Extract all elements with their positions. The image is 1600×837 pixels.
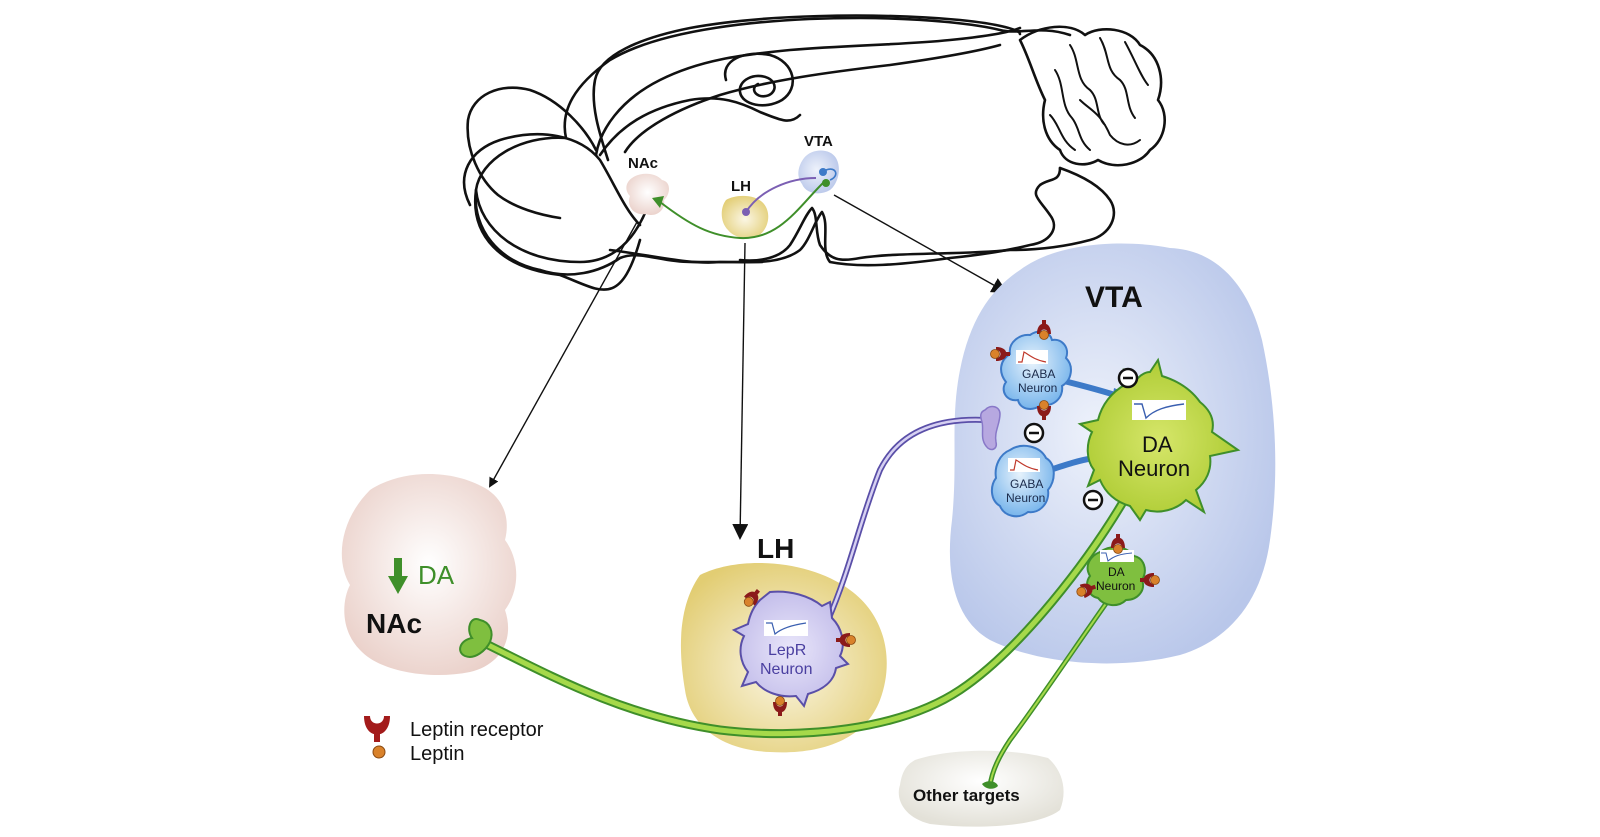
leptin-receptor-icon — [1037, 400, 1051, 420]
da-axon-to-other-targets-core — [989, 594, 1113, 787]
gaba-top-label-line2: Neuron — [1018, 381, 1057, 395]
lepr-axon-to-vta-core — [826, 418, 987, 622]
brainstem-outline — [738, 166, 1116, 262]
brain-green-arrowhead — [652, 196, 664, 208]
leptin-icon — [1150, 575, 1160, 585]
da-main-trace — [1134, 403, 1185, 420]
leptin-icon — [1113, 544, 1123, 554]
brain-region-lh — [721, 195, 769, 238]
brain-outline — [462, 14, 1166, 291]
brain-blue-soma — [819, 168, 827, 176]
vta-title: VTA — [1085, 281, 1143, 314]
lepr-label-line2: Neuron — [760, 661, 812, 678]
da-small-label-line2: Neuron — [1096, 579, 1135, 593]
cerebellum-folia — [1049, 37, 1149, 151]
leptin-receptor-icon — [836, 633, 856, 647]
legend: Leptin receptor Leptin — [364, 716, 544, 765]
brain-ventral-contour — [462, 133, 652, 264]
other-targets-region — [898, 750, 1064, 827]
leptin-receptor-icon — [990, 347, 1010, 361]
hippocampus-curl — [723, 52, 794, 107]
leptin-icon — [846, 635, 856, 645]
other-targets-label: Other targets — [913, 786, 1020, 805]
leptin-receptor-icon — [743, 589, 760, 607]
inhibition-symbol — [1023, 422, 1045, 444]
lepr-trace — [766, 622, 807, 636]
leptin-icon — [1076, 586, 1087, 597]
leptin-receptor-group — [743, 320, 1160, 716]
da-main-label-line1: DA — [1142, 432, 1173, 457]
pointer-nac — [489, 221, 638, 488]
leptin-receptor-icon — [1140, 573, 1160, 587]
leptin-icon — [743, 596, 754, 607]
nac-da-label: DA — [418, 560, 455, 590]
nac-title: NAc — [366, 608, 422, 639]
lepr-terminal-vta — [980, 405, 1001, 451]
gaba-bottom-label-line2: Neuron — [1006, 491, 1045, 505]
pointer-vta — [833, 194, 1008, 293]
brain-purple-soma — [742, 208, 750, 216]
olfactory-bulb — [466, 86, 598, 220]
brain-label-vta: VTA — [804, 133, 833, 150]
lh-title: LH — [757, 533, 794, 564]
inhibition-symbol — [1117, 367, 1139, 389]
da-small-label-line1: DA — [1108, 565, 1125, 579]
leptin-icon — [1039, 330, 1049, 340]
da-neuron-main — [1077, 357, 1241, 522]
brain-blue-loop — [825, 168, 837, 181]
leptin-receptor-icon — [1037, 320, 1051, 340]
leptin-icon — [775, 696, 785, 706]
leptin-receptor-icon — [773, 696, 787, 716]
brain-green-soma — [822, 179, 830, 187]
leptin-receptor-icon — [1111, 534, 1125, 554]
leptin-icon — [1039, 400, 1049, 410]
da-small-trace — [1101, 552, 1133, 562]
da-axon-to-nac-core — [475, 487, 1133, 737]
da-terminal-nac — [459, 618, 493, 658]
cerebellum-outline — [1018, 25, 1166, 167]
brain-label-lh: LH — [731, 178, 751, 195]
brain-base — [538, 253, 764, 276]
leptin-receptor-icon — [364, 716, 390, 742]
lepr-label-line1: LepR — [768, 642, 806, 659]
lepr-neuron — [731, 590, 850, 709]
corpus-callosum — [598, 97, 802, 157]
leptin-receptor-icon — [1076, 583, 1097, 598]
brain-label-nac: NAc — [628, 155, 658, 172]
gaba-bottom-trace — [1010, 459, 1039, 471]
down-arrow-icon — [388, 558, 408, 594]
cortex-upper — [592, 14, 1022, 162]
leptin-icon — [372, 745, 386, 759]
brain-region-nac — [626, 173, 669, 216]
brain-green-projection — [659, 181, 825, 240]
gaba-top-trace — [1018, 351, 1047, 363]
legend-label-leptin-receptor: Leptin receptor — [410, 719, 544, 741]
leptin-icon — [990, 349, 1000, 359]
inhibition-symbol — [1082, 489, 1104, 511]
da-terminal-other-targets — [982, 781, 998, 789]
da-main-label-line2: Neuron — [1118, 456, 1190, 481]
gaba-top-label-line1: GABA — [1022, 367, 1055, 381]
pointer-lh — [732, 242, 749, 540]
brain-purple-projection — [745, 177, 817, 213]
brain-outer-contour — [473, 16, 1072, 291]
gaba-bottom-label-line1: GABA — [1010, 477, 1043, 491]
legend-label-leptin: Leptin — [410, 743, 465, 765]
